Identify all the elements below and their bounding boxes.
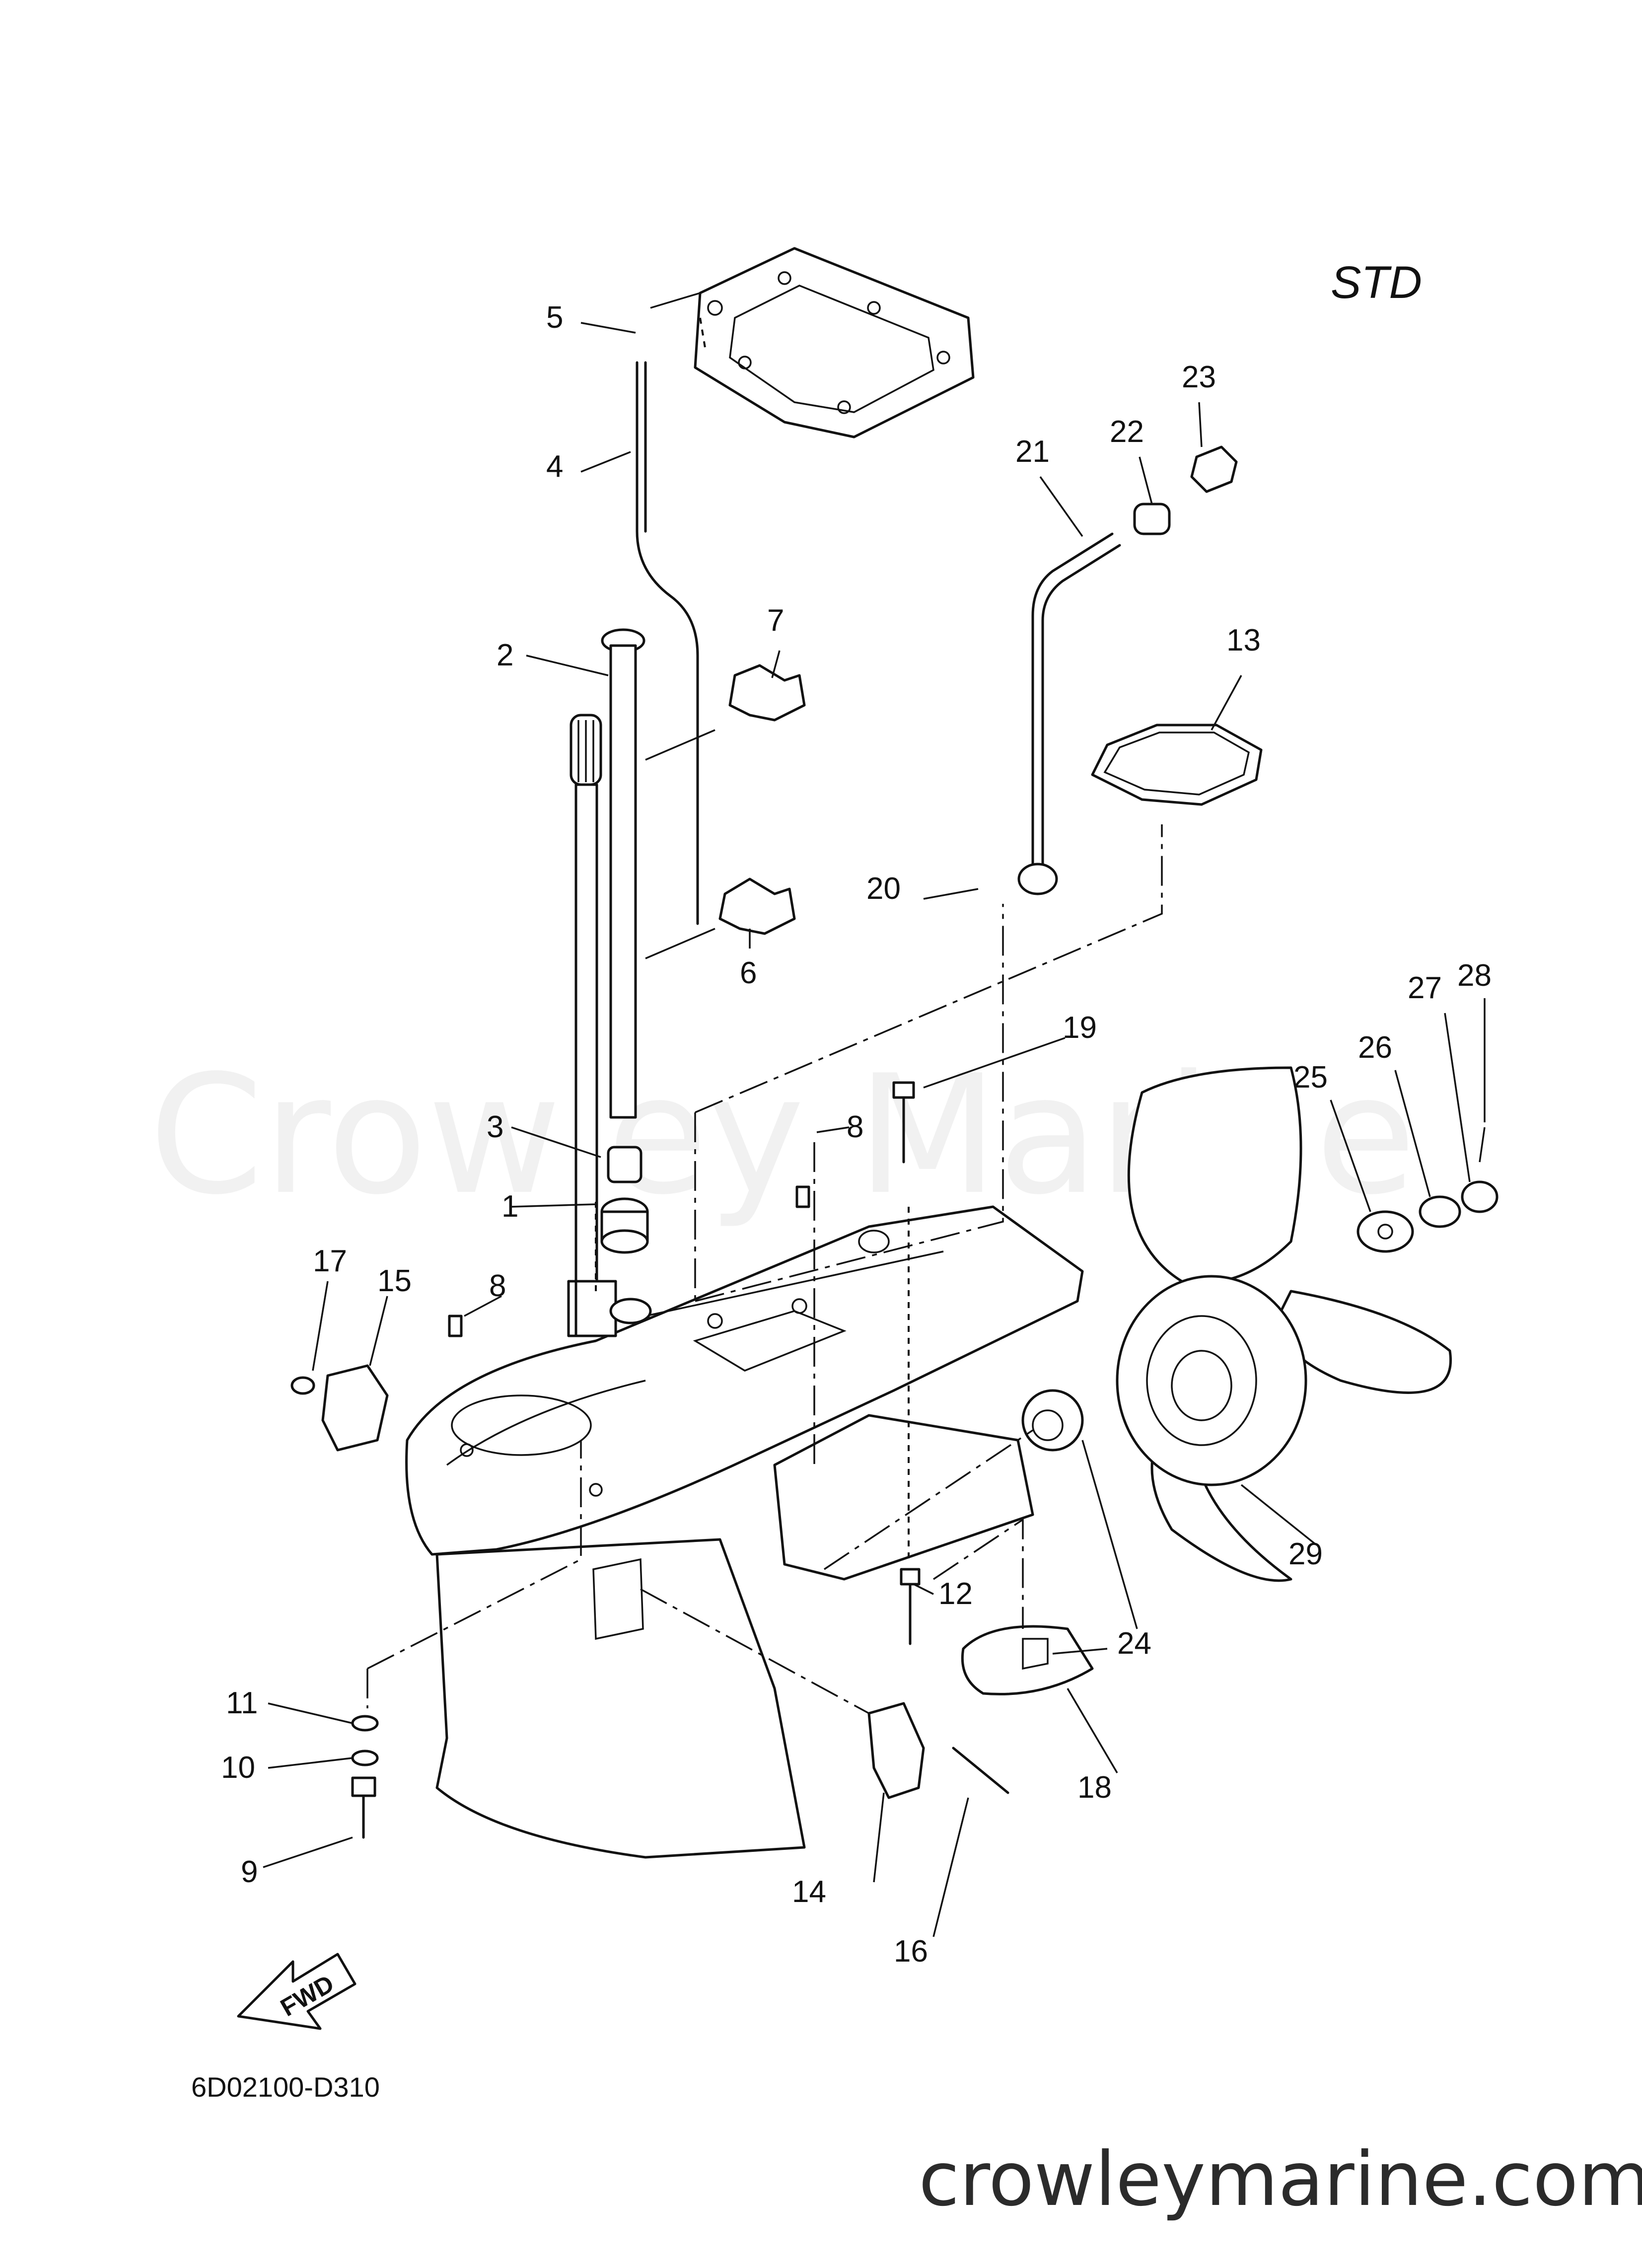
callout-21: 21 [1015,435,1050,469]
gasket-drawing [1091,724,1263,806]
callout-1: 1 [501,1189,518,1224]
callout-4: 4 [546,449,563,484]
callout-22: 22 [1110,415,1144,449]
shift-rod-drawing [636,361,699,925]
callout-2: 2 [497,638,513,672]
callout-27: 27 [1408,971,1442,1005]
drive-shaft-drawing [567,714,605,1337]
callout-12: 12 [938,1577,973,1611]
bolt-drawings [290,1081,1009,1839]
callout-10: 10 [221,1751,255,1785]
callout-14: 14 [792,1875,826,1909]
cooling-tube-drawing [1017,445,1238,895]
callout-17: 17 [313,1244,347,1278]
callout-19: 19 [1063,1011,1097,1045]
callout-labels: 1 2 3 4 5 6 7 8 8 9 10 11 12 13 14 15 16… [221,300,1492,1969]
fwd-arrow-icon: FWD [237,1953,357,2030]
callout-13: 13 [1226,623,1261,658]
callout-8b: 8 [489,1269,506,1303]
propeller-drawing [1116,1066,1452,1582]
callout-28: 28 [1457,958,1492,993]
callout-9: 9 [241,1855,258,1889]
spacer-drawing [1021,1389,1084,1452]
callout-5: 5 [546,300,563,335]
seal-drawings [600,1146,649,1254]
callout-18: 18 [1077,1770,1112,1805]
lower-casing-drawing [405,1205,1084,1859]
water-tube-drawing [601,628,645,1119]
callout-8a: 8 [847,1110,863,1144]
callout-6: 6 [740,956,757,990]
drawing-code: 6D02100-D310 [191,2071,380,2103]
leader-lines [263,292,1486,1937]
callout-29: 29 [1288,1537,1323,1571]
callout-7: 7 [767,603,784,638]
callout-26: 26 [1358,1030,1392,1065]
callout-20: 20 [866,872,901,906]
std-label: STD [1331,257,1422,308]
site-url: crowleymarine.com [919,2136,1642,2223]
callout-16: 16 [894,1934,928,1969]
callout-25: 25 [1293,1060,1328,1095]
anode-drawing [961,1625,1094,1695]
callout-15: 15 [377,1264,412,1298]
upper-plate-drawing [694,247,975,439]
callout-24: 24 [1117,1626,1151,1661]
callout-11: 11 [226,1686,258,1720]
prop-hardware-drawing [1356,1127,1499,1253]
trim-tab-drawings [321,1364,925,1799]
callout-23: 23 [1182,360,1216,394]
callout-3: 3 [487,1110,503,1144]
clip-drawings [718,664,806,935]
